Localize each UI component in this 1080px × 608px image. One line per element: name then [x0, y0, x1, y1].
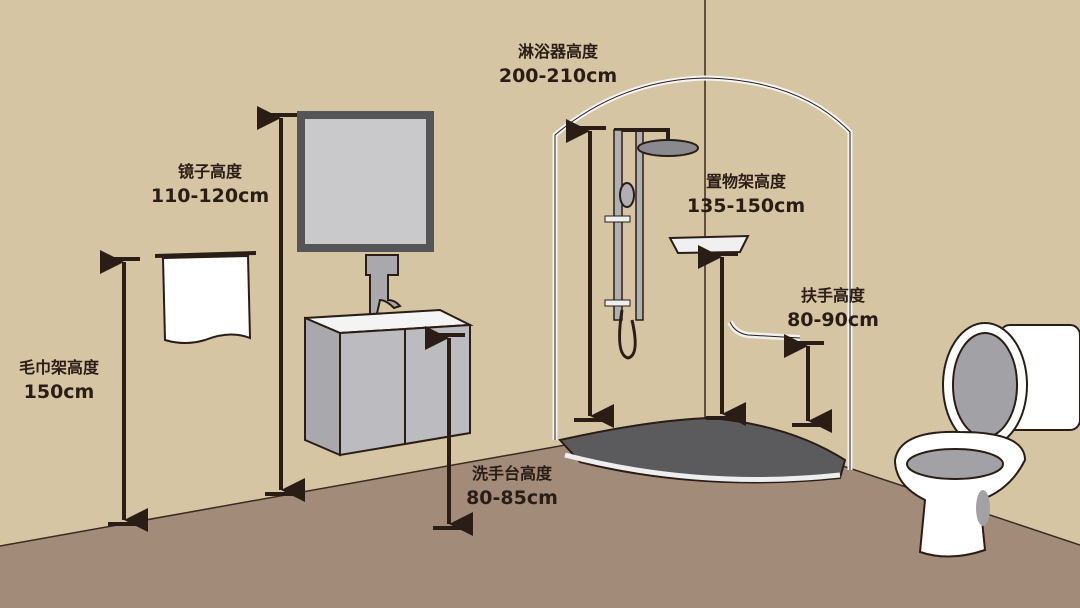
- shower-height-title: 淋浴器高度: [517, 42, 598, 61]
- handrail-height-value: 80-90cm: [787, 309, 879, 331]
- towel-rack-height-label: 毛巾架高度 150cm: [0, 356, 118, 404]
- washbasin-height-arrow: [425, 326, 473, 536]
- mirror-height-value: 110-120cm: [150, 185, 270, 207]
- handrail-height-title: 扶手高度: [800, 286, 865, 305]
- shelf-height-title: 置物架高度: [705, 172, 786, 191]
- towel-rack-height-arrow: [100, 250, 148, 532]
- handrail-height-label: 扶手高度 80-90cm: [770, 284, 896, 332]
- shower-height-label: 淋浴器高度 200-210cm: [488, 40, 628, 88]
- washbasin-height-label: 洗手台高度 80-85cm: [452, 462, 572, 510]
- towel-rack-height-title: 毛巾架高度: [18, 358, 99, 377]
- mirror: [297, 111, 434, 252]
- washbasin-height-value: 80-85cm: [466, 487, 558, 509]
- shelf-height-value: 135-150cm: [686, 195, 806, 217]
- vanity: [304, 254, 474, 457]
- shower-height-value: 200-210cm: [498, 65, 618, 87]
- towel-rack-height-value: 150cm: [23, 381, 95, 403]
- washbasin-height-title: 洗手台高度: [471, 464, 552, 483]
- handrail-height-arrow: [784, 334, 832, 433]
- towel-rack: [154, 251, 257, 344]
- mirror-height-arrow: [257, 106, 305, 502]
- mirror-height-title: 镜子高度: [177, 162, 242, 181]
- shower-height-arrow: [566, 119, 614, 428]
- mirror-height-label: 镜子高度 110-120cm: [140, 160, 280, 208]
- toilet: [893, 322, 1080, 558]
- shelf-height-label: 置物架高度 135-150cm: [676, 170, 816, 218]
- shelf-height-arrow: [698, 245, 746, 426]
